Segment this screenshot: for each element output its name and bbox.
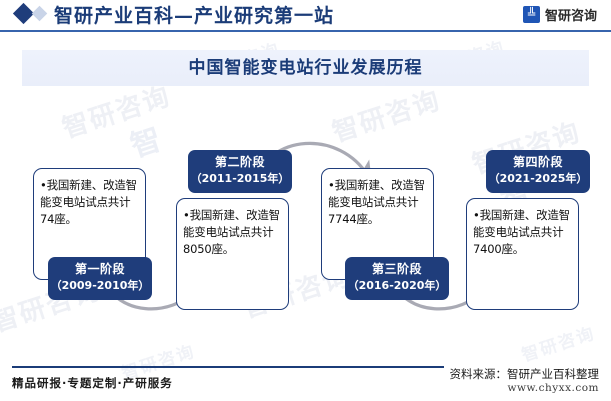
chart-title-banner: 中国智能变电站行业发展历程 [22, 50, 589, 86]
stage-2-label[interactable]: 第二阶段 （2011-2015年） [188, 150, 292, 193]
page-header: 智研产业百科—产业研究第一站 ╩ 智研咨询 [0, 0, 611, 30]
brand-logo[interactable]: ╩ 智研咨询 [522, 5, 597, 24]
page-title: 中国智能变电站行业发展历程 [188, 58, 423, 78]
footer-tagline: 精品研报·专题定制·产研服务 [12, 376, 173, 390]
stage-1-years: （2009-2010年） [50, 279, 150, 292]
footer-source: 资料来源：智研产业百科整理 [449, 367, 600, 381]
stage-1-name: 第一阶段 [74, 262, 125, 276]
stage-3-label[interactable]: 第三阶段 （2016-2020年） [345, 257, 449, 300]
stage-4-body-box: •我国新建、改造智能变电站试点共计7400座。 [466, 198, 579, 310]
stage-4-label[interactable]: 第四阶段 （2021-2025年） [486, 150, 590, 193]
stage-2-body-box: •我国新建、改造智能变电站试点共计8050座。 [176, 198, 289, 310]
stage-1-body-text: •我国新建、改造智能变电站试点共计74座。 [40, 178, 137, 226]
logo-mark-icon: ╩ [522, 6, 540, 23]
stage-3-name: 第三阶段 [371, 262, 422, 276]
stage-3-years: （2016-2020年） [347, 279, 447, 292]
stage-2-name: 第二阶段 [214, 155, 265, 169]
diamond-secondary-icon [31, 5, 48, 22]
stage-2-body-text: •我国新建、改造智能变电站试点共计8050座。 [183, 208, 280, 256]
stage-4-body-text: •我国新建、改造智能变电站试点共计7400座。 [473, 208, 570, 256]
stage-2-years: （2011-2015年） [190, 172, 290, 185]
logo-text: 智研咨询 [544, 9, 597, 24]
timeline-diagram: •我国新建、改造智能变电站试点共计74座。 第一阶段 （2009-2010年） … [0, 90, 611, 360]
site-title: 智研产业百科—产业研究第一站 [54, 5, 335, 27]
footer-url[interactable]: www.chyxx.com [507, 382, 599, 394]
header-divider [0, 30, 611, 32]
stage-3-body-text: •我国新建、改造智能变电站试点共计7744座。 [328, 178, 425, 226]
footer-divider [12, 366, 444, 368]
stage-4-years: （2021-2025年） [488, 172, 588, 185]
stage-1-label[interactable]: 第一阶段 （2009-2010年） [48, 257, 152, 300]
stage-4-name: 第四阶段 [512, 155, 563, 169]
